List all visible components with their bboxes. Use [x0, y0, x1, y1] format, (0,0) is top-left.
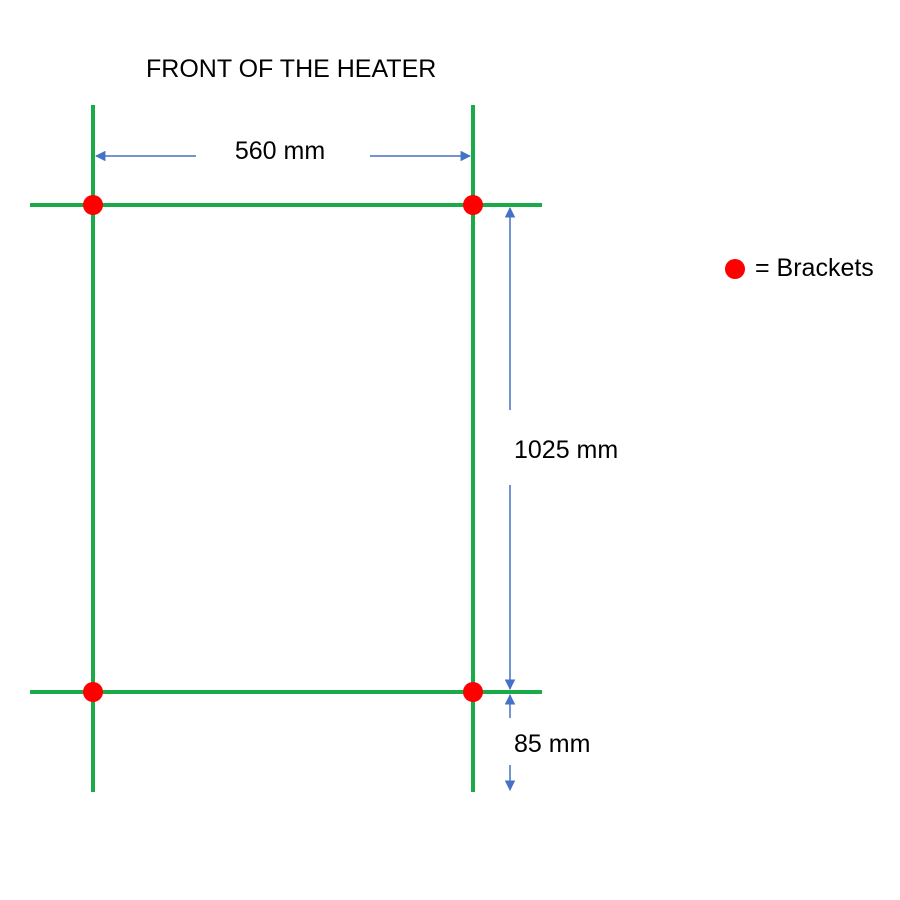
bracket-bottom-right [463, 682, 483, 702]
legend: = Brackets [725, 254, 874, 283]
bracket-bottom-left [83, 682, 103, 702]
height-dimension: 1025 mm [504, 206, 618, 691]
offset-label: 85 mm [514, 730, 590, 758]
frame [30, 105, 542, 792]
bracket-top-right [463, 195, 483, 215]
diagram-title: FRONT OF THE HEATER [146, 55, 437, 83]
bracket-dot-icon [725, 258, 745, 279]
bracket-top-left [83, 195, 103, 215]
width-label: 560 mm [235, 137, 325, 165]
legend-label: = Brackets [755, 254, 874, 282]
width-dimension: 560 mm [94, 137, 472, 165]
offset-dimension: 85 mm [504, 693, 590, 792]
height-label: 1025 mm [514, 436, 618, 464]
brackets [83, 195, 483, 702]
